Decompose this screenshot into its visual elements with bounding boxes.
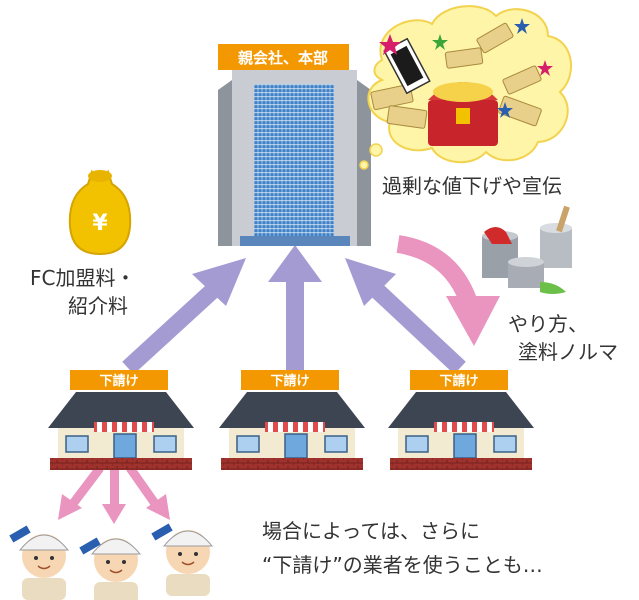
subcontractor-center-label: 下請け	[270, 373, 309, 389]
svg-text:¥: ¥	[92, 211, 108, 236]
further-subcontract-caption-line2: “下請け”の業者を使うことも…	[262, 553, 543, 577]
treasure-chest-icon	[370, 18, 553, 146]
subcontractor-right: 下請け	[388, 370, 534, 470]
quota-caption-line1: やり方、	[508, 312, 588, 336]
subcontractor-left-label: 下請け	[99, 373, 138, 389]
arrow-right-to-hq	[345, 258, 466, 375]
yen-money-bag-icon: ¥	[68, 169, 132, 256]
subcontractor-right-label: 下請け	[439, 373, 478, 389]
treasure-cloud	[359, 5, 573, 170]
arrow-center-to-hq	[268, 245, 322, 370]
quota-caption-line2: 塗料ノルマ	[518, 340, 618, 364]
arrows-to-workers	[58, 465, 170, 524]
fc-fee-caption-line1: FC加盟料・	[30, 266, 135, 290]
fc-fee-caption-line2: 紹介料	[68, 294, 128, 318]
headquarters-label: 親会社、本部	[238, 49, 328, 67]
headquarters-tag	[218, 44, 349, 70]
painter-worker-icon	[9, 525, 70, 600]
arrow-left-to-hq	[122, 258, 246, 375]
arrow-hq-to-subcontractor	[396, 235, 500, 346]
subcontractor-center: 下請け	[219, 370, 365, 470]
further-subcontract-caption-line1: 場合によっては、さらに	[262, 519, 480, 543]
painter-worker-icon	[151, 523, 214, 596]
subcontractor-left: 下請け	[48, 370, 194, 470]
excessive-discount-caption: 過剰な値下げや宣伝	[382, 174, 562, 198]
paint-cans-icon	[482, 205, 572, 294]
painter-worker-icon	[79, 537, 142, 600]
headquarters-building: 親会社、本部	[218, 44, 371, 246]
upward-arrows	[122, 245, 466, 375]
